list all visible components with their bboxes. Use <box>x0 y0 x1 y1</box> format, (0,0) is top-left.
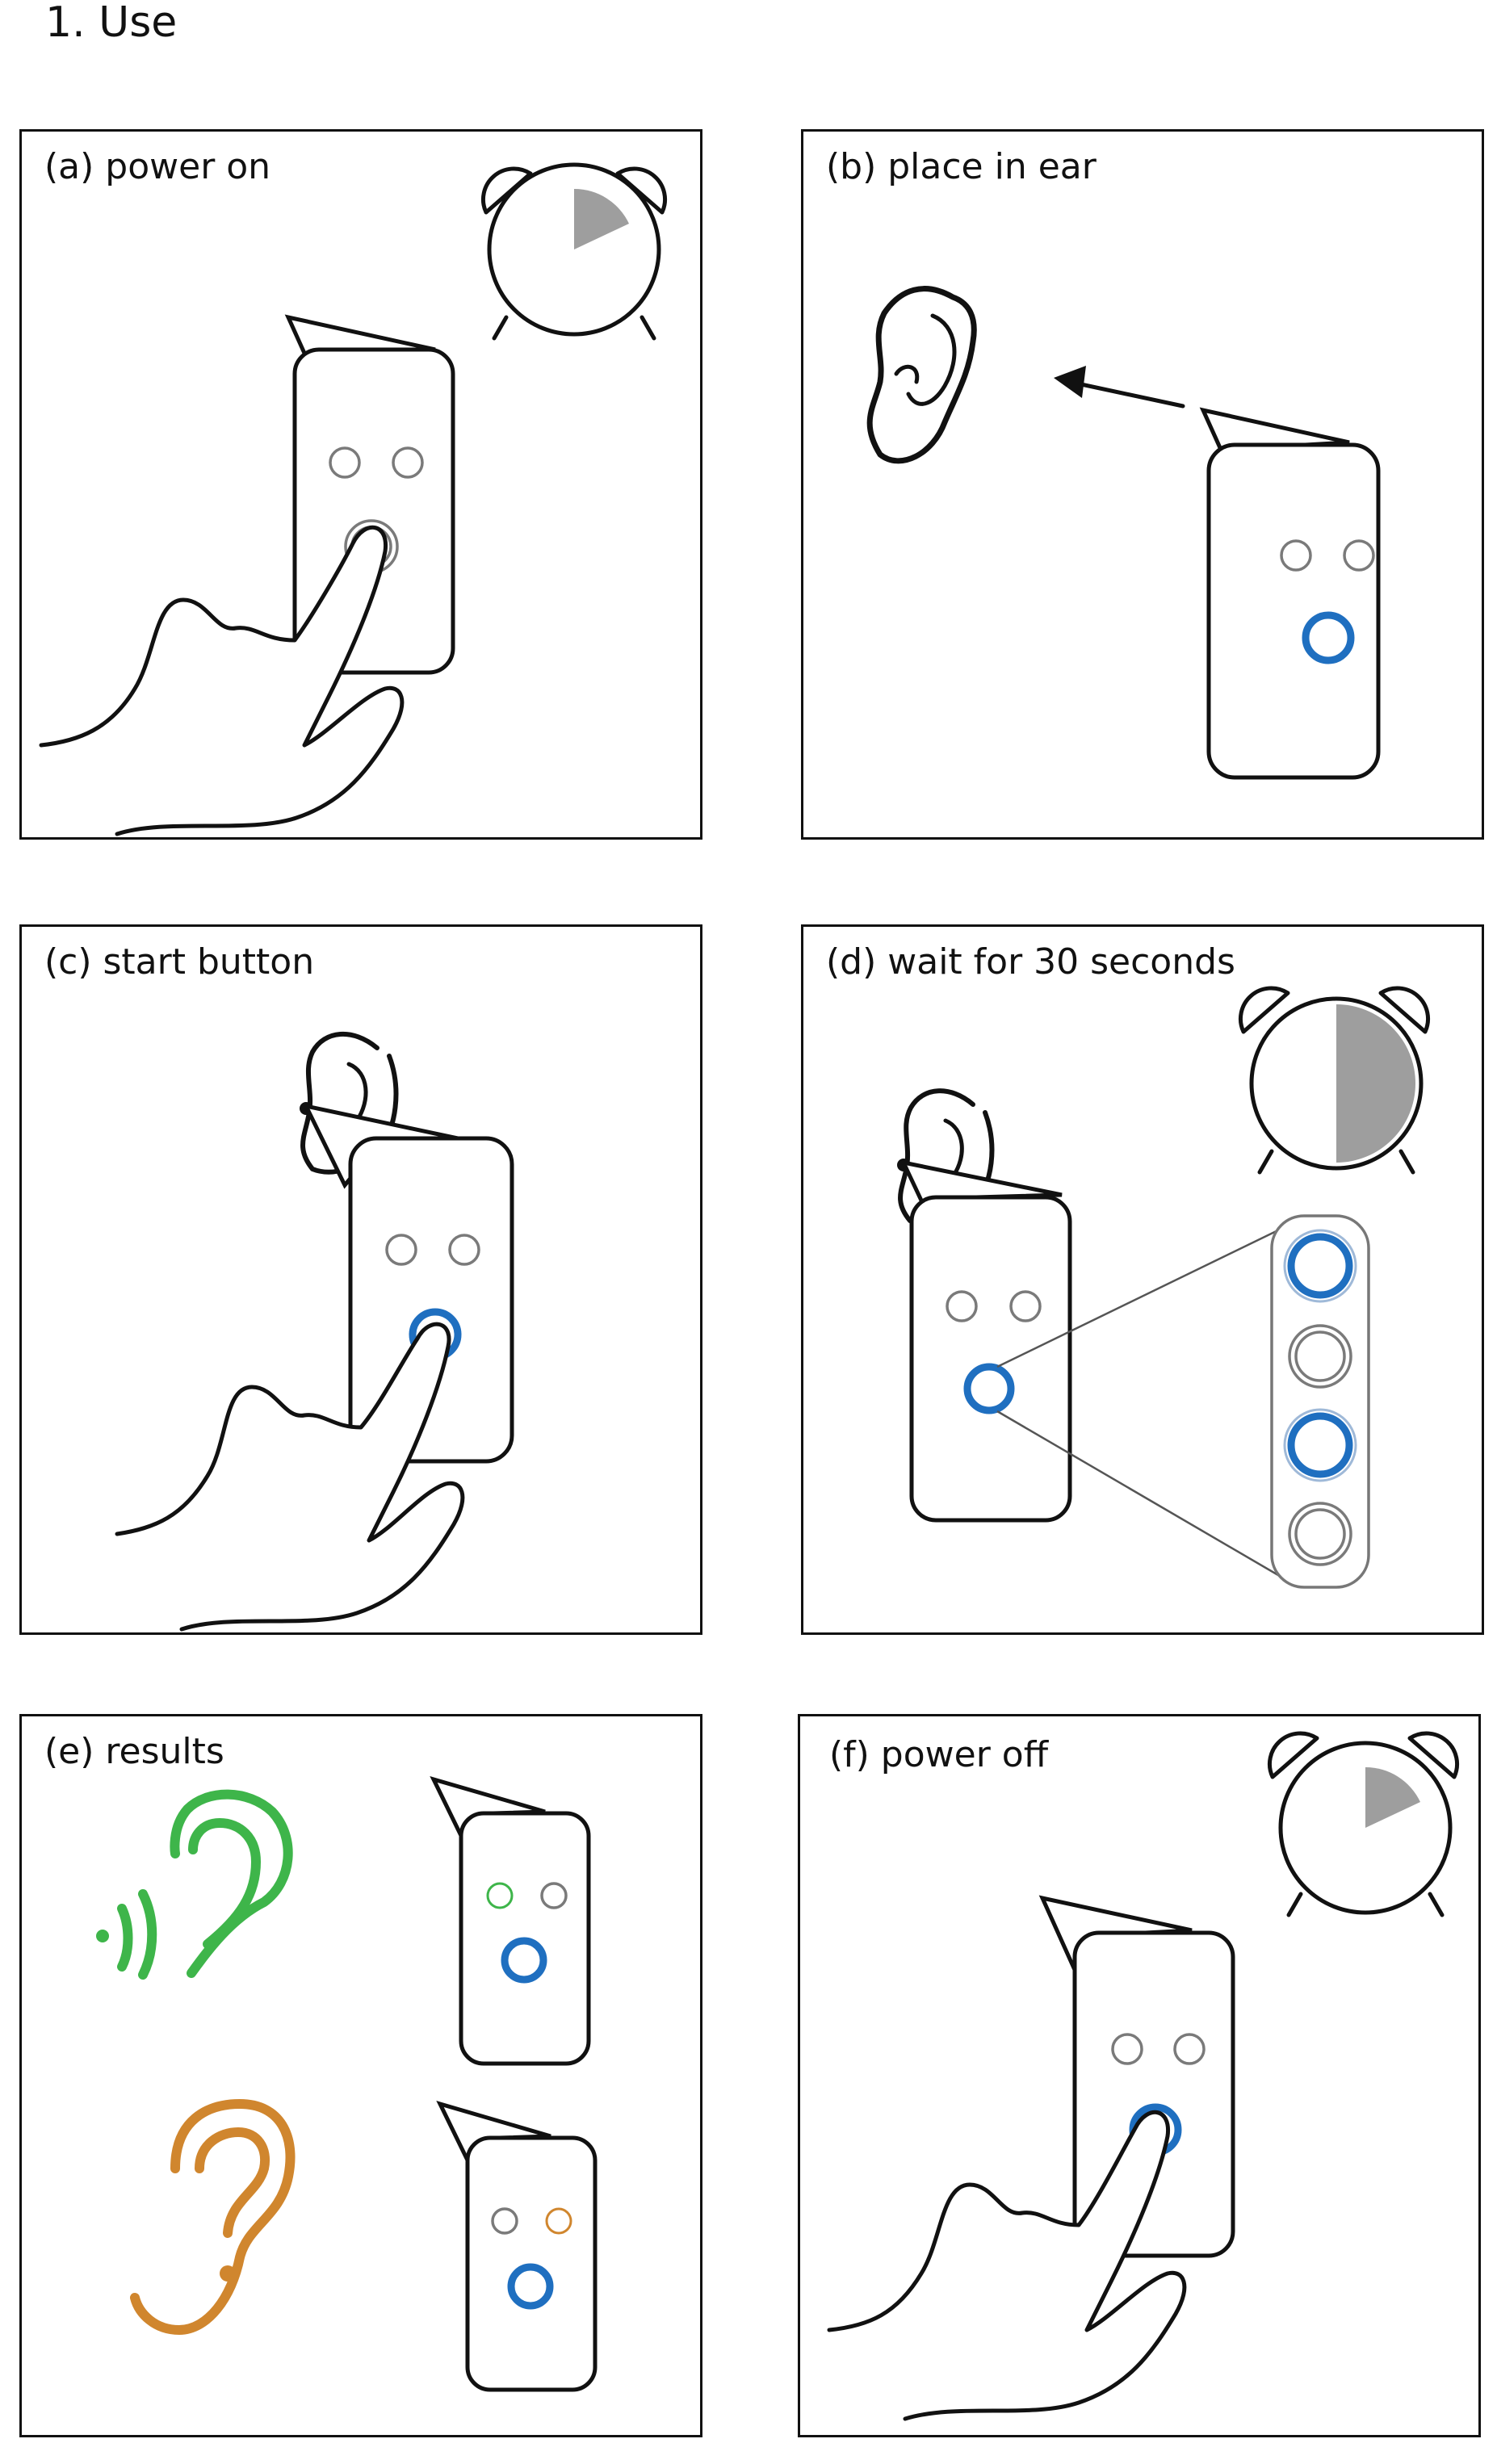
panel-f-illustration <box>827 1731 1460 2421</box>
panel-d-illustration <box>897 986 1431 1589</box>
panel-label: (e) results <box>44 1731 224 1772</box>
hand-icon <box>115 1322 465 1632</box>
hand-icon <box>39 525 405 836</box>
panel-a-illustration <box>39 162 668 836</box>
panel-label: (f) power off <box>829 1734 1049 1775</box>
panel-wait-30-seconds: (d) wait for 30 seconds <box>801 924 1484 1635</box>
panel-label: (d) wait for 30 seconds <box>826 941 1235 983</box>
arrow-icon <box>1054 366 1185 409</box>
ear-question-icon <box>130 2099 296 2335</box>
page-title: 1. Use <box>45 0 178 47</box>
alarm-clock-icon <box>480 162 668 341</box>
hand-icon <box>827 2110 1187 2421</box>
device-icon <box>899 1159 1072 1523</box>
hearing-ear-icon <box>96 1789 293 1980</box>
panel-label: (a) power on <box>44 146 271 187</box>
zoom-lines <box>996 1224 1289 1582</box>
device-icon <box>1199 407 1381 780</box>
panel-place-in-ear: (b) place in ear <box>801 129 1484 840</box>
panel-b-illustration <box>866 286 1381 780</box>
panel-start-button: (c) start button <box>19 924 702 1635</box>
alarm-clock-icon <box>1238 986 1431 1175</box>
panel-label: (b) place in ear <box>826 146 1097 187</box>
panel-power-off: (f) power off <box>798 1714 1481 2437</box>
panel-results: (e) results <box>19 1714 702 2437</box>
panel-label: (c) start button <box>44 941 315 983</box>
button-sequence-callout <box>1270 1214 1370 1589</box>
alarm-clock-icon <box>1267 1731 1460 1917</box>
device-icon <box>430 1776 591 2066</box>
ear-icon <box>866 286 977 464</box>
panel-power-on: (a) power on <box>19 129 702 840</box>
panel-e-illustration <box>96 1776 598 2392</box>
device-icon <box>436 2101 598 2392</box>
panel-c-illustration <box>115 1031 514 1632</box>
